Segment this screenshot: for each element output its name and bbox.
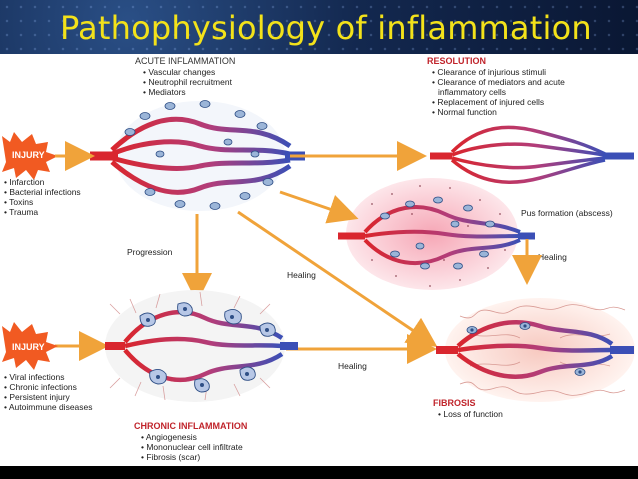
inflammation-diagram: ACUTE INFLAMMATION • Vascular changes • … [2,56,635,462]
injury-cause: • Infarction [4,177,45,187]
healing-label-right: Healing [538,252,567,262]
page-title: Pathophysiology of inflammation [60,9,592,47]
flow-arrows [55,141,542,364]
acute-item: • Vascular changes [143,67,215,77]
title-bar: Pathophysiology of inflammation [0,0,638,54]
chronic-item: • Mononuclear cell infiltrate [141,442,243,452]
footer-bar [0,466,638,479]
injury-cause: • Viral infections [4,372,64,382]
acute-item: • Mediators [143,87,186,97]
diagram-panel: ACUTE INFLAMMATION • Vascular changes • … [0,54,638,466]
healing-label-diagonal: Healing [287,270,316,280]
resolution-text: RESOLUTION • Clearance of injurious stim… [427,56,565,117]
fibrosis-heading: FIBROSIS [433,398,476,408]
injury-cause: • Persistent injury [4,392,71,402]
acute-item: • Neutrophil recruitment [143,77,233,87]
resolution-heading: RESOLUTION [427,56,486,66]
progression-label: Progression [127,247,173,257]
injury-label: INJURY [12,150,45,160]
acute-to-fibrosis-arrow [237,210,438,348]
resolution-item: • Normal function [432,107,497,117]
chronic-item: • Angiogenesis [141,432,197,442]
injury-cause: • Bacterial infections [4,187,81,197]
acute-vessel-illustration [90,100,305,211]
healing-label-bottom: Healing [338,361,367,371]
acute-inflammation-text: ACUTE INFLAMMATION • Vascular changes • … [135,56,235,97]
fibrosis-item: • Loss of function [438,409,503,419]
injury-top: INJURY • Infarction • Bacterial infectio… [2,132,81,217]
injury-cause: • Toxins [4,197,33,207]
resolution-item: • Clearance of injurious stimuli [432,67,546,77]
resolution-vessel-illustration [430,125,634,184]
injury-cause: • Chronic infections [4,382,77,392]
abscess-illustration [338,178,535,290]
injury-cause: • Trauma [4,207,38,217]
injury-bottom: INJURY • Viral infections • Chronic infe… [2,322,93,412]
ornament-pattern [0,0,638,54]
acute-to-abscess-arrow [279,190,359,224]
acute-heading: ACUTE INFLAMMATION [135,56,235,66]
injury-burst-icon [2,132,58,180]
chronic-vessel-illustration [105,290,298,402]
resolution-item: • Replacement of injured cells [432,97,544,107]
resolution-item: • Clearance of mediators and acute [432,77,565,87]
fibrosis-illustration [436,298,635,402]
injury-burst-icon [2,322,58,370]
injury-label: INJURY [12,342,45,352]
chronic-item: • Fibrosis (scar) [141,452,200,462]
resolution-item: inflammatory cells [438,87,506,97]
injury-cause: • Autoimmune diseases [4,402,93,412]
chronic-inflammation-text: CHRONIC INFLAMMATION • Angiogenesis • Mo… [134,421,247,462]
pus-formation-label: Pus formation (abscess) [521,208,613,218]
chronic-heading: CHRONIC INFLAMMATION [134,421,247,431]
fibrosis-text: FIBROSIS • Loss of function [433,398,503,419]
